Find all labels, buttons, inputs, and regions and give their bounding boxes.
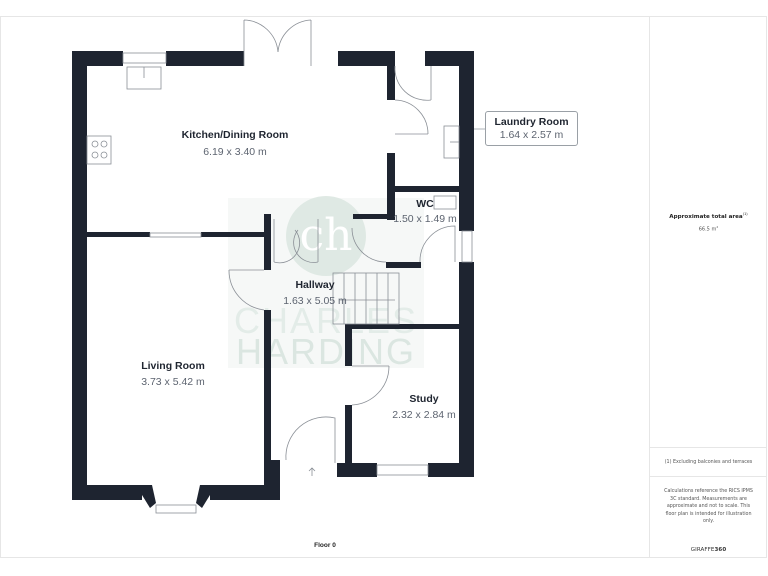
brand-suffix: 360 xyxy=(714,547,727,553)
footnote: (1) Excluding balconies and terraces xyxy=(650,447,767,477)
svg-text:Hallway: Hallway xyxy=(295,279,334,291)
info-panel: Approximate total area(1) 66.5 m2 (1) Ex… xyxy=(649,16,767,558)
room-labels: Kitchen/Dining Room 6.19 x 3.40 m WC 1.5… xyxy=(141,129,457,421)
svg-text:WC: WC xyxy=(416,198,434,210)
page-frame xyxy=(0,16,767,558)
svg-text:Study: Study xyxy=(409,393,438,405)
windows xyxy=(122,52,473,514)
laundry-room-dimensions: 1.64 x 2.57 m xyxy=(499,129,564,141)
brand-prefix: GIRAFFE xyxy=(690,547,715,553)
svg-text:HARDING: HARDING xyxy=(236,331,416,372)
area-section: Approximate total area(1) 66.5 m2 xyxy=(650,212,767,233)
disclaimer: Calculations reference the RICS IPMS 3C … xyxy=(664,489,753,524)
svg-text:3.73 x 5.42 m: 3.73 x 5.42 m xyxy=(141,376,205,388)
svg-text:Kitchen/Dining Room: Kitchen/Dining Room xyxy=(182,129,289,141)
svg-text:2.32 x 2.84 m: 2.32 x 2.84 m xyxy=(392,409,456,421)
area-title-text: Approximate total area xyxy=(669,213,743,220)
svg-text:Living Room: Living Room xyxy=(141,360,205,372)
doors xyxy=(228,19,456,476)
stairs xyxy=(332,272,400,325)
floor-label: Floor 0 xyxy=(314,542,336,549)
laundry-room-name: Laundry Room xyxy=(494,116,569,128)
svg-text:1.50 x 1.49 m: 1.50 x 1.49 m xyxy=(393,213,457,225)
area-title: Approximate total area(1) xyxy=(650,212,767,220)
laundry-room-callout: Laundry Room 1.64 x 2.57 m xyxy=(485,111,578,146)
area-note-ref: (1) xyxy=(742,212,748,216)
fixtures xyxy=(86,66,460,210)
svg-text:1.63 x 5.05 m: 1.63 x 5.05 m xyxy=(283,295,347,307)
area-unit-sup: 2 xyxy=(716,224,719,229)
svg-text:ch: ch xyxy=(300,210,353,261)
svg-text:6.19 x 3.40 m: 6.19 x 3.40 m xyxy=(203,146,267,158)
area-value: 66.5 m2 xyxy=(650,225,767,233)
brand-mark: GIRAFFE360 xyxy=(650,547,767,553)
walls xyxy=(72,51,474,508)
area-value-text: 66.5 m xyxy=(698,226,717,233)
